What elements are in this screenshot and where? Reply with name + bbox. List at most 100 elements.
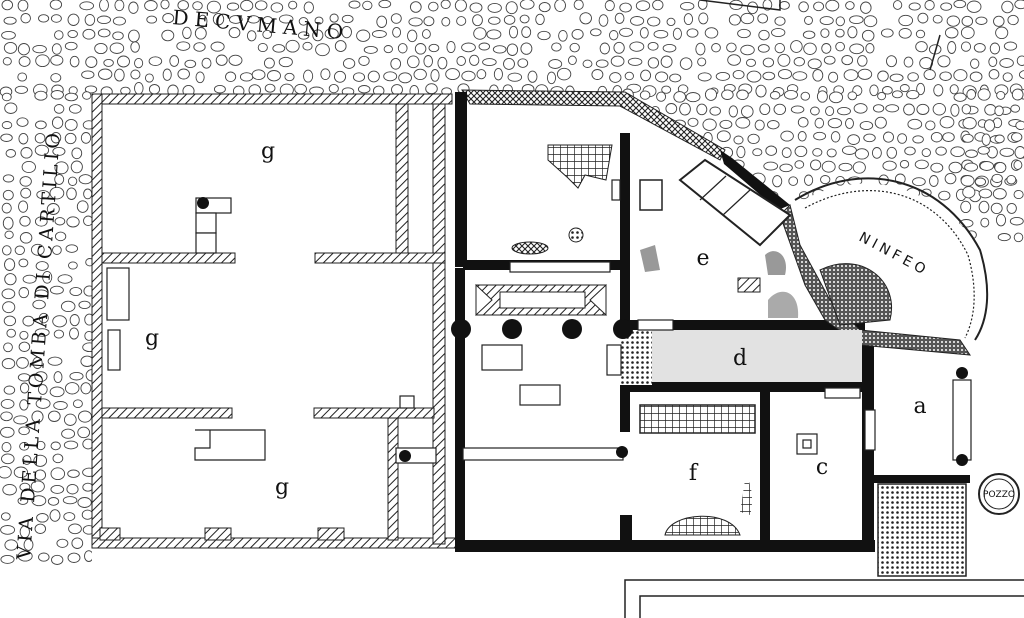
paving-stone bbox=[653, 29, 669, 39]
paving-stone bbox=[80, 355, 94, 367]
paving-stone bbox=[996, 90, 1006, 100]
paving-stone bbox=[741, 105, 754, 118]
paving-stone bbox=[697, 57, 707, 67]
paving-stone bbox=[37, 384, 48, 395]
paving-stone bbox=[428, 43, 440, 53]
paving-stone bbox=[31, 495, 47, 507]
paving-stone bbox=[964, 162, 979, 172]
paving-stone bbox=[14, 85, 29, 94]
paving-stone bbox=[67, 29, 78, 39]
paving-stone bbox=[790, 105, 805, 114]
paving-stone bbox=[978, 188, 993, 199]
paving-stone bbox=[977, 146, 990, 155]
paving-stone bbox=[981, 133, 991, 146]
paving-stone bbox=[812, 148, 823, 157]
paving-stone bbox=[315, 43, 330, 57]
paving-stone bbox=[995, 26, 1009, 40]
paving-stone bbox=[828, 91, 844, 104]
paving-stone bbox=[816, 90, 828, 103]
paving-stone bbox=[134, 57, 144, 69]
paving-stone bbox=[841, 55, 854, 66]
paving-stone bbox=[78, 410, 92, 423]
paving-stone bbox=[1013, 232, 1024, 243]
paving-stone bbox=[819, 16, 834, 26]
paving-stone bbox=[169, 55, 180, 67]
paving-stone bbox=[114, 68, 125, 82]
paving-stone bbox=[212, 12, 225, 26]
paving-stone bbox=[38, 312, 49, 324]
paving-stone bbox=[950, 103, 960, 117]
paving-stone bbox=[461, 70, 476, 82]
paving-stone bbox=[423, 55, 433, 68]
paving-stone bbox=[882, 86, 893, 95]
paving-stone bbox=[990, 202, 1003, 215]
room-labels: g g g e d a c f bbox=[145, 139, 927, 500]
paving-stone bbox=[162, 68, 172, 81]
paving-stone bbox=[19, 330, 29, 340]
paving-stone bbox=[754, 119, 765, 131]
paving-stone bbox=[877, 70, 889, 82]
paving-stone bbox=[66, 187, 77, 200]
paving-stone bbox=[363, 45, 378, 54]
paving-stone bbox=[830, 131, 841, 143]
paving-stone bbox=[0, 525, 16, 535]
paving-stone bbox=[34, 289, 49, 298]
paving-stone bbox=[456, 56, 466, 66]
paving-stone bbox=[0, 426, 15, 438]
paving-stone bbox=[257, 42, 268, 53]
paving-stone bbox=[35, 440, 46, 451]
paving-stone bbox=[925, 120, 936, 131]
paving-stone bbox=[721, 89, 734, 100]
paving-stone bbox=[1, 121, 13, 130]
paving-stone bbox=[946, 15, 960, 27]
paving-stone bbox=[503, 57, 515, 70]
paving-stone bbox=[979, 161, 994, 171]
paving-stone bbox=[18, 287, 30, 299]
paving-stone bbox=[162, 13, 175, 24]
room-label-d: d bbox=[733, 346, 747, 371]
paving-stone bbox=[63, 413, 77, 426]
paving-stone bbox=[32, 44, 47, 54]
paving-stone bbox=[16, 357, 29, 369]
columns bbox=[197, 197, 968, 466]
paving-stone bbox=[604, 0, 615, 12]
paving-stone bbox=[352, 72, 366, 82]
paving-stone bbox=[193, 42, 206, 52]
paving-stone bbox=[134, 81, 144, 95]
paving-stone bbox=[0, 411, 13, 422]
paving-stone bbox=[798, 1, 809, 13]
paving-stone bbox=[130, 69, 141, 80]
paving-stone bbox=[228, 54, 243, 66]
paving-stone bbox=[647, 16, 661, 27]
paving-stone bbox=[57, 274, 73, 284]
paving-stone bbox=[932, 14, 943, 24]
paving-stone bbox=[950, 146, 965, 158]
paving-stone bbox=[19, 441, 30, 451]
paving-stone bbox=[965, 149, 978, 158]
paving-stone bbox=[430, 69, 440, 82]
mosaic-floors bbox=[475, 144, 967, 577]
paving-stone bbox=[423, 16, 435, 27]
room-label-g2: g bbox=[145, 326, 159, 351]
paving-stone bbox=[17, 373, 31, 382]
paving-stone bbox=[1011, 88, 1024, 101]
paving-stone bbox=[2, 245, 12, 256]
paving-stone bbox=[34, 469, 47, 481]
paving-stone bbox=[54, 173, 65, 185]
paving-stone bbox=[47, 356, 63, 366]
paving-stone bbox=[733, 135, 744, 145]
paving-stone bbox=[582, 59, 593, 68]
paving-stone bbox=[1014, 0, 1024, 10]
paving-stone bbox=[825, 0, 840, 12]
paving-stone bbox=[19, 525, 30, 539]
paving-stone bbox=[85, 56, 98, 68]
paving-stone bbox=[838, 162, 853, 172]
paving-stone bbox=[666, 17, 676, 27]
paving-stone bbox=[112, 16, 126, 26]
paving-stone bbox=[184, 59, 197, 69]
paving-stone bbox=[975, 16, 988, 25]
paving-stone bbox=[745, 58, 757, 67]
paving-stone bbox=[800, 91, 811, 101]
paving-stone bbox=[933, 84, 944, 97]
paving-stone bbox=[49, 509, 61, 522]
